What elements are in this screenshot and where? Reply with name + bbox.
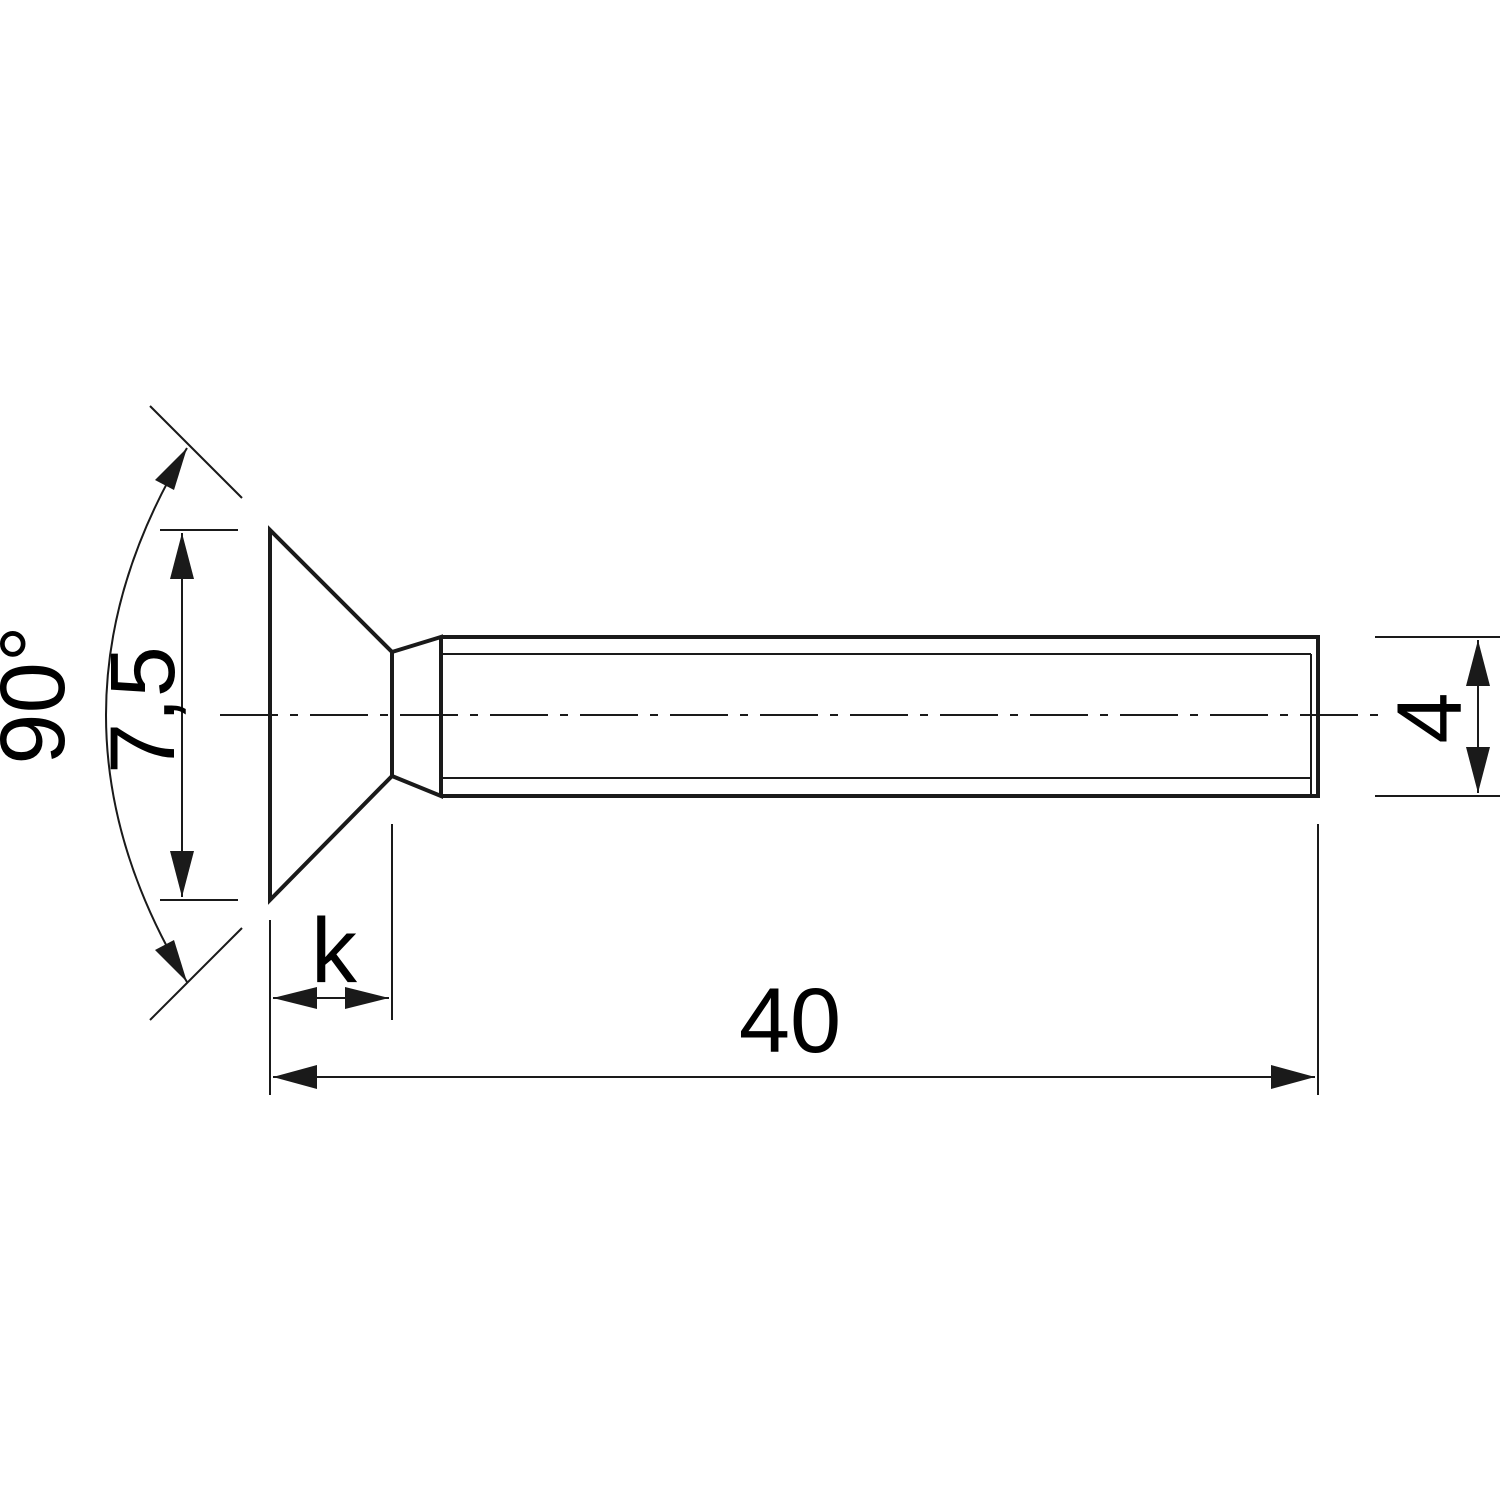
screw-shank [441,635,1320,798]
arrow-length-left [273,1065,317,1089]
arrow-thread-diameter-bottom [1466,747,1490,793]
screw-neck [391,634,443,799]
extension-line-angle-top [149,405,243,499]
arrow-head-diameter-bottom [170,851,194,897]
angle-label: 90° [0,625,84,764]
length-label: 40 [739,970,841,1072]
arrow-thread-diameter-top [1466,640,1490,686]
arrow-head-diameter-top [170,533,194,579]
thread-diameter-label: 4 [1379,692,1481,743]
extension-line-angle-bottom [149,927,243,1021]
arrow-head-height-right [345,987,389,1009]
arrow-angle-top [155,448,187,490]
arrow-length-right [1271,1065,1315,1089]
head-height-label: k [311,900,358,1002]
angle-arc [105,447,188,983]
arrow-angle-bottom [155,940,187,982]
arrow-head-height-left [273,987,317,1009]
